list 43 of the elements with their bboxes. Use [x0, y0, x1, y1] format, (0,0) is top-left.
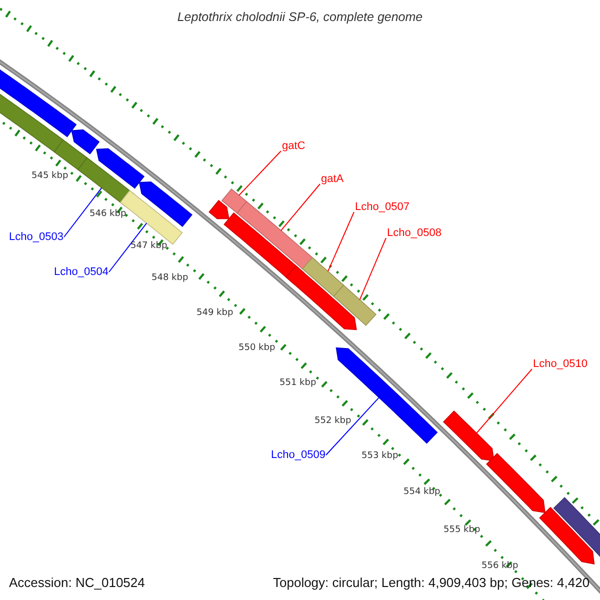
gene-feature	[336, 347, 438, 444]
gene-label: gatC	[282, 141, 306, 152]
gene-bar	[54, 139, 88, 170]
footer-text: Accession: NC_010524	[9, 576, 145, 589]
scale-label: 556 kbp	[482, 562, 518, 570]
gene-feature	[539, 506, 595, 564]
gene-label: Lcho_0507	[355, 202, 410, 213]
scale-label: 546 kbp	[90, 210, 126, 218]
scale-label: 554 kbp	[404, 488, 440, 496]
gene-bar	[333, 284, 377, 326]
gene-feature	[286, 265, 357, 330]
gene-feature	[138, 182, 192, 227]
gene-label: Lcho_0508	[387, 228, 442, 239]
leader-line	[108, 222, 148, 272]
leader-line	[238, 150, 282, 196]
footer-text: Topology: circular; Length: 4,909,403 bp; Genes: 4,420	[273, 576, 590, 589]
gene-feature	[208, 200, 230, 220]
leader-line	[280, 184, 320, 231]
gene-bar	[221, 188, 248, 214]
leader-line	[327, 212, 354, 272]
scale-label: 547 kbp	[130, 242, 168, 250]
gene-feature	[486, 452, 546, 514]
scale-label: 549 kbp	[196, 308, 234, 318]
leader-line	[64, 187, 102, 238]
gene-label: gatA	[321, 174, 344, 185]
title: Leptothrix cholodnii SP-6, complete genome	[176, 11, 424, 24]
scale-label: 545 kbp	[32, 172, 68, 180]
gene-label: Lcho_0509	[271, 450, 326, 461]
gene-feature	[96, 148, 145, 189]
scale-label: 552 kbp	[314, 416, 352, 426]
gene-feature	[442, 410, 494, 462]
scale-label: 555 kbp	[444, 526, 480, 534]
scale-label: 551 kbp	[280, 378, 316, 388]
gene-label: Lcho_0503	[9, 232, 64, 243]
scale-label: 548 kbp	[152, 274, 188, 282]
scale-label: 550 kbp	[238, 344, 276, 352]
gene-feature	[71, 129, 100, 154]
leader-line	[326, 397, 380, 456]
leader-line	[359, 238, 386, 300]
leader-line	[476, 368, 532, 434]
gene-label: Lcho_0510	[533, 359, 588, 370]
gene-label: Lcho_0504	[54, 267, 108, 278]
gene-bar	[302, 256, 344, 297]
